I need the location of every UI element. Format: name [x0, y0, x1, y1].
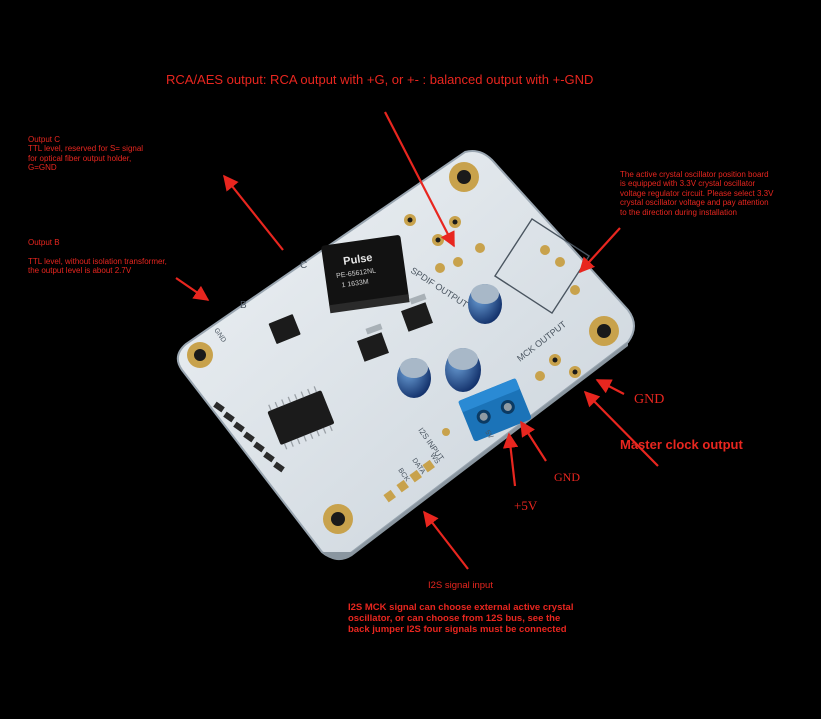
arrow-plus-5v	[502, 432, 519, 487]
electrolytic-capacitor	[445, 348, 481, 392]
pulse-lot-code: 1 1633M	[341, 279, 369, 290]
crystal-oscillator-footprint	[493, 217, 591, 315]
arrow-master-clock	[583, 390, 659, 467]
arrow-i2s-input	[423, 510, 469, 570]
power-terminal-block	[458, 378, 532, 442]
annotation-master-clock: Master clock output	[620, 437, 743, 452]
arrow-gnd-right	[595, 379, 625, 395]
main-ic-chip	[267, 386, 334, 450]
annotation-i2s-description: I2S MCK signal can choose external activ…	[348, 602, 574, 636]
annotation-arrows	[175, 111, 659, 570]
annotation-output-b: Output B TTL level, without isolation tr…	[28, 238, 167, 276]
electrolytic-capacitor	[397, 358, 431, 398]
mounting-hole	[187, 342, 213, 368]
pcb-board: Pulse PE-65612NL 1 1633M	[176, 150, 635, 561]
annotation-gnd-bottom: GND	[554, 470, 580, 484]
annotation-crystal-oscillator: The active crystal oscillator position b…	[620, 170, 774, 217]
arrow-crystal-oscillator	[578, 227, 621, 274]
silk-label-5v: 5V	[483, 429, 494, 440]
arrow-rca-output	[384, 111, 455, 248]
annotation-i2s-title: I2S signal input	[428, 580, 493, 591]
arrow-output-c	[223, 174, 284, 251]
annotation-plus-5v: +5V	[514, 498, 538, 513]
annotation-output-c: Output C TTL level, reserved for S= sign…	[28, 135, 144, 173]
annotation-gnd-right: GND	[634, 392, 665, 407]
smd-resistor-array	[213, 401, 285, 473]
small-ic-chip	[268, 314, 301, 344]
arrow-output-b	[175, 277, 210, 301]
i2s-header-pads	[383, 459, 435, 503]
silk-label-c: C	[300, 260, 307, 271]
annotation-rca-output: RCA/AES output: RCA output with +G, or +…	[166, 72, 594, 87]
mounting-hole	[589, 316, 619, 346]
electrolytic-capacitor	[468, 284, 502, 324]
silk-label-b: B	[240, 300, 247, 311]
pulse-transformer: Pulse PE-65612NL 1 1633M	[321, 235, 410, 314]
pulse-brand: Pulse	[343, 252, 374, 268]
voltage-regulator	[357, 293, 433, 362]
mounting-hole	[449, 162, 479, 192]
mounting-hole	[323, 504, 353, 534]
arrow-gnd-bottom	[520, 420, 547, 462]
